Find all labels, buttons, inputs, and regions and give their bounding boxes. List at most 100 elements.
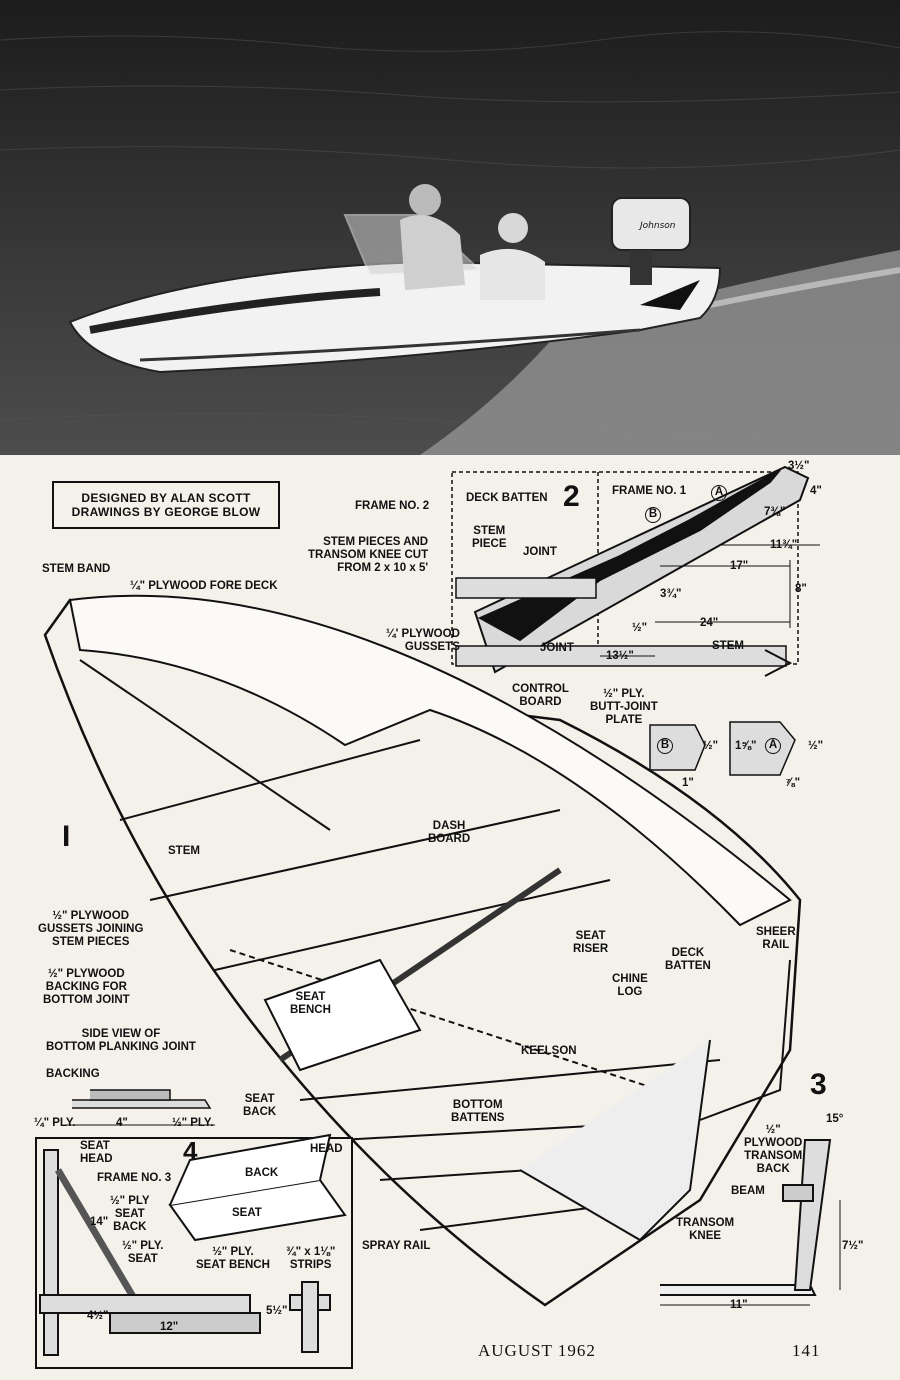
spray-rail-label: SPRAY RAIL	[362, 1240, 431, 1252]
transom-back-label-line-3: TRANSOM	[744, 1150, 803, 1162]
ply-seat-bench-label-line-2: SEAT BENCH	[196, 1259, 270, 1271]
seat-label: SEAT	[232, 1207, 262, 1219]
seat-back-label-line-2: BACK	[243, 1106, 277, 1118]
page-number: 141	[792, 1341, 821, 1360]
joint-lower-label: JOINT	[540, 642, 574, 654]
seat-riser-label: SEAT RISER	[573, 930, 608, 956]
backing-bottom-joint-label-line-3: BOTTOM JOINT	[43, 994, 130, 1006]
butt-joint-plate-label: ½" PLY. BUTT-JOINT PLATE	[590, 688, 658, 727]
chine-log-label: CHINE LOG	[612, 973, 648, 999]
outboard-brand: Johnson	[638, 221, 676, 231]
transom-knee-label-line-1: TRANSOM	[676, 1217, 735, 1229]
transom-angle: 15°	[826, 1113, 844, 1125]
side-view-title-line-1: SIDE VIEW OF	[81, 1028, 161, 1040]
fore-deck-label: ¼" PLYWOOD FORE DECK	[130, 580, 278, 592]
chine-log-label-line-1: CHINE	[612, 973, 648, 985]
back-label: BACK	[245, 1167, 279, 1179]
boat-photo-image: Johnson	[0, 0, 900, 455]
dash-board-label-line-2: BOARD	[428, 833, 471, 845]
beam-label: BEAM	[731, 1185, 765, 1197]
keelson-label: KEELSON	[521, 1045, 577, 1057]
joint-a-marker: A	[765, 738, 781, 754]
control-board-label: CONTROL BOARD	[512, 683, 569, 709]
dim-3-3-4: 3¾"	[660, 588, 682, 600]
ply-seat-back-label-line-3: BACK	[113, 1221, 147, 1233]
deck-batten-label-fig1-line-2: BATTEN	[665, 960, 711, 972]
transom-height: 7½"	[842, 1240, 864, 1252]
chine-log-label-line-2: LOG	[617, 986, 643, 998]
joint-a-height-1: 1⅝"	[735, 740, 757, 752]
seat-head-label: SEAT HEAD	[80, 1140, 113, 1166]
butt-joint-plate-label-line-1: ½" PLY.	[603, 688, 645, 700]
stem-pieces-note: STEM PIECES AND TRANSOM KNEE CUT FROM 2 …	[308, 536, 428, 575]
dim-17: 17"	[730, 560, 749, 572]
joint-a-height-2: ½"	[808, 740, 824, 752]
seat-back-label: SEAT BACK	[243, 1093, 276, 1119]
head-label: HEAD	[310, 1143, 343, 1155]
transom-knee-label-line-2: KNEE	[689, 1230, 722, 1242]
marker-b: B	[645, 507, 661, 523]
boat-photo: Johnson	[0, 0, 900, 455]
figure-2-number: 2	[563, 480, 580, 513]
dim-4: 4"	[810, 485, 822, 497]
dash-board-label-line-1: DASH	[432, 820, 466, 832]
seat-riser-label-line-1: SEAT	[575, 930, 606, 942]
joint-b-width: 1"	[682, 777, 694, 789]
control-board-label-line-1: CONTROL	[512, 683, 569, 695]
gussets-joining-label-line-1: ½" PLYWOOD	[52, 910, 130, 922]
deck-batten-label-fig2: DECK BATTEN	[466, 492, 548, 504]
side-view-title-line-2: BOTTOM PLANKING JOINT	[46, 1041, 196, 1053]
deck-batten-label-fig1-line-1: DECK	[671, 947, 705, 959]
seat-head-label-line-2: HEAD	[80, 1153, 113, 1165]
control-board-label-line-2: BOARD	[519, 696, 562, 708]
gussets-label: ¼' PLYWOOD GUSSETS	[386, 628, 460, 654]
dim-11-3-4: 11¾"	[770, 539, 798, 551]
stem-piece-label-line-1: STEM	[473, 525, 506, 537]
seat-bench-label-line-1: SEAT	[295, 991, 326, 1003]
stem-piece-label-line-2: PIECE	[472, 538, 507, 550]
ply-seat-back-label-line-1: ½" PLY	[110, 1195, 150, 1207]
credits-box: DESIGNED BY ALAN SCOTT DRAWINGS BY GEORG…	[52, 481, 280, 529]
dash-board-label: DASH BOARD	[428, 820, 470, 846]
dim-5-5: 5½"	[266, 1305, 288, 1317]
figure-3-number: 3	[810, 1068, 827, 1101]
dim-3-5: 3½"	[788, 460, 810, 472]
butt-joint-plate-label-line-3: PLATE	[605, 714, 643, 726]
seat-riser-label-line-2: RISER	[573, 943, 609, 955]
seat-back-label-line-1: SEAT	[244, 1093, 275, 1105]
side-view-title: SIDE VIEW OF BOTTOM PLANKING JOINT	[46, 1028, 196, 1054]
transom-width: 11"	[730, 1299, 748, 1311]
strips-label: ¾" x 1⅛" STRIPS	[286, 1246, 335, 1272]
deck-batten-label-fig1: DECK BATTEN	[665, 947, 711, 973]
sheer-rail-label: SHEER RAIL	[756, 926, 796, 952]
seat-head-label-line-1: SEAT	[80, 1140, 110, 1152]
marker-a: A	[711, 485, 727, 501]
ply-seat-back-label-line-2: SEAT	[114, 1208, 145, 1220]
ply-seat-label-line-1: ½" PLY.	[122, 1240, 164, 1252]
side-view-dim: 4"	[116, 1117, 128, 1129]
figure-1-number: I	[62, 820, 71, 853]
stem-pieces-note-line-1: STEM PIECES AND	[323, 536, 429, 548]
seat-bench-label: SEAT BENCH	[290, 991, 331, 1017]
joint-a-width: ⅞"	[785, 777, 801, 789]
issue-date: AUGUST 1962	[478, 1341, 596, 1360]
ply-seat-bench-label: ½" PLY. SEAT BENCH	[196, 1246, 270, 1272]
bottom-battens-label-line-2: BATTENS	[451, 1112, 505, 1124]
joint-b-marker: B	[657, 738, 673, 754]
dim-14: 14"	[90, 1216, 109, 1228]
boat-hull-drawing	[35, 465, 841, 1369]
ply-seat-label: ½" PLY. SEAT	[122, 1240, 163, 1266]
ply-seat-label-line-2: SEAT	[127, 1253, 158, 1265]
figure-4-number: 4	[183, 1136, 198, 1166]
drawing-credit: DRAWINGS BY GEORGE BLOW	[71, 505, 261, 519]
backing-bottom-joint-label-line-1: ½" PLYWOOD	[48, 968, 125, 980]
transom-back-label-line-1: ½"	[765, 1124, 781, 1136]
gussets-joining-label-line-2: GUSSETS JOINING	[38, 923, 144, 935]
bottom-battens-label: BOTTOM BATTENS	[451, 1099, 504, 1125]
backing-bottom-joint-label: ½" PLYWOOD BACKING FOR BOTTOM JOINT	[43, 968, 130, 1007]
backing-label: BACKING	[46, 1068, 100, 1080]
butt-joint-plate-label-line-2: BUTT-JOINT	[590, 701, 658, 713]
transom-back-label-line-2: PLYWOOD	[744, 1137, 803, 1149]
frame-no-3-label: FRAME NO. 3	[97, 1172, 172, 1184]
strips-label-line-1: ¾" x 1⅛"	[286, 1246, 336, 1258]
